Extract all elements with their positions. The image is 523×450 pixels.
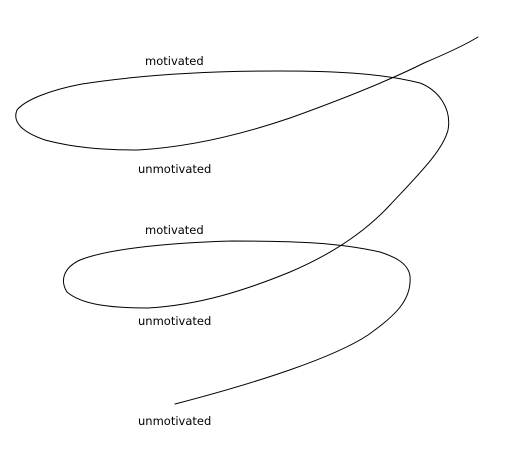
label-upper-loop-unmotivated: unmotivated — [138, 162, 211, 176]
label-upper-loop-motivated: motivated — [145, 54, 204, 68]
label-lower-loop-unmotivated: unmotivated — [138, 314, 211, 328]
motivation-spiral-curve — [15, 36, 479, 405]
label-lower-loop-motivated: motivated — [145, 223, 204, 237]
label-curve-start-unmotivated: unmotivated — [138, 414, 211, 428]
